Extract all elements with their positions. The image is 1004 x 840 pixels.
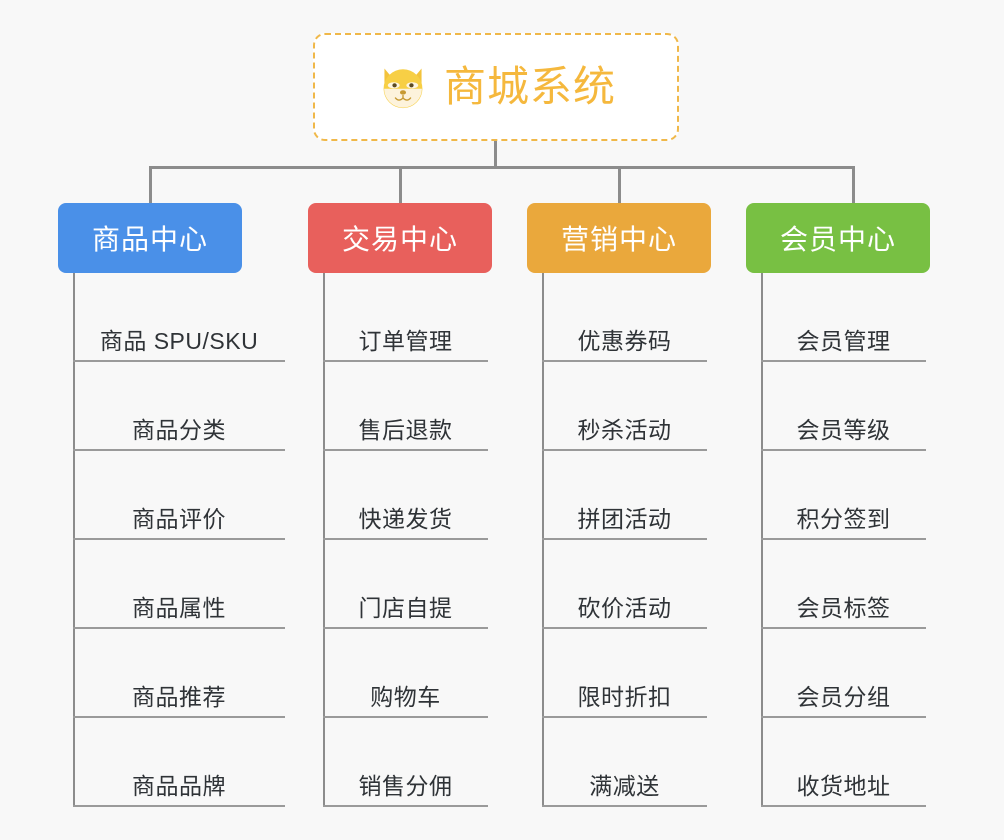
leaf-label: 会员分组 bbox=[796, 684, 891, 710]
leaf-item[interactable]: 销售分佣 bbox=[323, 718, 488, 807]
leaf-label: 订单管理 bbox=[358, 328, 453, 354]
leaf-item[interactable]: 收货地址 bbox=[761, 718, 926, 807]
leaf-label: 售后退款 bbox=[358, 417, 453, 443]
connector-drop-transaction-center bbox=[399, 166, 402, 206]
leaf-item[interactable]: 砍价活动 bbox=[542, 540, 707, 629]
leaf-label: 商品品牌 bbox=[132, 773, 226, 799]
category-box-member-center[interactable]: 会员中心 bbox=[746, 203, 930, 273]
spine-marketing-center bbox=[542, 273, 544, 807]
leaf-item[interactable]: 商品属性 bbox=[73, 540, 285, 629]
leaf-label: 商品评价 bbox=[132, 506, 226, 532]
leaf-label: 销售分佣 bbox=[358, 773, 453, 799]
leaf-list-transaction-center: 订单管理 售后退款 快递发货 门店自提 购物车 销售分佣 bbox=[323, 273, 488, 807]
leaf-item[interactable]: 限时折扣 bbox=[542, 629, 707, 718]
leaf-label: 拼团活动 bbox=[577, 506, 672, 532]
root-node-shop-system[interactable]: 商城系统 bbox=[313, 33, 679, 141]
leaf-item[interactable]: 商品 SPU/SKU bbox=[73, 273, 285, 362]
leaf-item[interactable]: 积分签到 bbox=[761, 451, 926, 540]
leaf-item[interactable]: 购物车 bbox=[323, 629, 488, 718]
leaf-item[interactable]: 快递发货 bbox=[323, 451, 488, 540]
leaf-list-member-center: 会员管理 会员等级 积分签到 会员标签 会员分组 收货地址 bbox=[761, 273, 926, 807]
category-label-product-center: 商品中心 bbox=[91, 224, 208, 255]
category-box-transaction-center[interactable]: 交易中心 bbox=[308, 203, 492, 273]
leaf-item[interactable]: 会员分组 bbox=[761, 629, 926, 718]
leaf-item[interactable]: 会员标签 bbox=[761, 540, 926, 629]
connector-drop-member-center bbox=[852, 166, 855, 206]
leaf-label: 会员管理 bbox=[796, 328, 891, 354]
leaf-item[interactable]: 商品评价 bbox=[73, 451, 285, 540]
root-title: 商城系统 bbox=[443, 63, 616, 110]
category-label-transaction-center: 交易中心 bbox=[341, 224, 458, 255]
shiba-dog-face-icon bbox=[383, 68, 423, 109]
leaf-label: 会员等级 bbox=[796, 417, 891, 443]
leaf-label: 会员标签 bbox=[796, 595, 891, 621]
leaf-label: 购物车 bbox=[370, 684, 441, 710]
leaf-label: 商品属性 bbox=[132, 595, 226, 621]
leaf-item[interactable]: 满减送 bbox=[542, 718, 707, 807]
leaf-label: 优惠券码 bbox=[577, 328, 672, 354]
leaf-label: 限时折扣 bbox=[577, 684, 672, 710]
leaf-label: 满减送 bbox=[589, 773, 660, 799]
leaf-label: 收货地址 bbox=[796, 773, 891, 799]
leaf-label: 商品分类 bbox=[132, 417, 226, 443]
category-box-product-center[interactable]: 商品中心 bbox=[58, 203, 242, 273]
connector-drop-product-center bbox=[149, 166, 152, 206]
leaf-label: 秒杀活动 bbox=[577, 417, 672, 443]
leaf-item[interactable]: 拼团活动 bbox=[542, 451, 707, 540]
leaf-label: 门店自提 bbox=[358, 595, 453, 621]
leaf-list-marketing-center: 优惠券码 秒杀活动 拼团活动 砍价活动 限时折扣 满减送 bbox=[542, 273, 707, 807]
leaf-label: 积分签到 bbox=[796, 506, 891, 532]
spine-transaction-center bbox=[323, 273, 325, 807]
connector-drop-marketing-center bbox=[618, 166, 621, 206]
leaf-item[interactable]: 会员管理 bbox=[761, 273, 926, 362]
leaf-item[interactable]: 优惠券码 bbox=[542, 273, 707, 362]
category-label-member-center: 会员中心 bbox=[779, 224, 896, 255]
leaf-item[interactable]: 商品品牌 bbox=[73, 718, 285, 807]
category-label-marketing-center: 营销中心 bbox=[560, 224, 677, 255]
connector-root-stem bbox=[494, 141, 497, 169]
leaf-item[interactable]: 秒杀活动 bbox=[542, 362, 707, 451]
leaf-label: 砍价活动 bbox=[577, 595, 672, 621]
leaf-label: 商品推荐 bbox=[132, 684, 226, 710]
leaf-item[interactable]: 会员等级 bbox=[761, 362, 926, 451]
leaf-item[interactable]: 商品推荐 bbox=[73, 629, 285, 718]
spine-product-center bbox=[73, 273, 75, 807]
leaf-item[interactable]: 门店自提 bbox=[323, 540, 488, 629]
connector-bus-bar bbox=[149, 166, 855, 169]
leaf-list-product-center: 商品 SPU/SKU 商品分类 商品评价 商品属性 商品推荐 商品品牌 bbox=[73, 273, 285, 807]
leaf-label: 商品 SPU/SKU bbox=[99, 328, 259, 354]
leaf-label: 快递发货 bbox=[358, 506, 453, 532]
leaf-item[interactable]: 售后退款 bbox=[323, 362, 488, 451]
category-box-marketing-center[interactable]: 营销中心 bbox=[527, 203, 711, 273]
leaf-item[interactable]: 订单管理 bbox=[323, 273, 488, 362]
leaf-item[interactable]: 商品分类 bbox=[73, 362, 285, 451]
spine-member-center bbox=[761, 273, 763, 807]
